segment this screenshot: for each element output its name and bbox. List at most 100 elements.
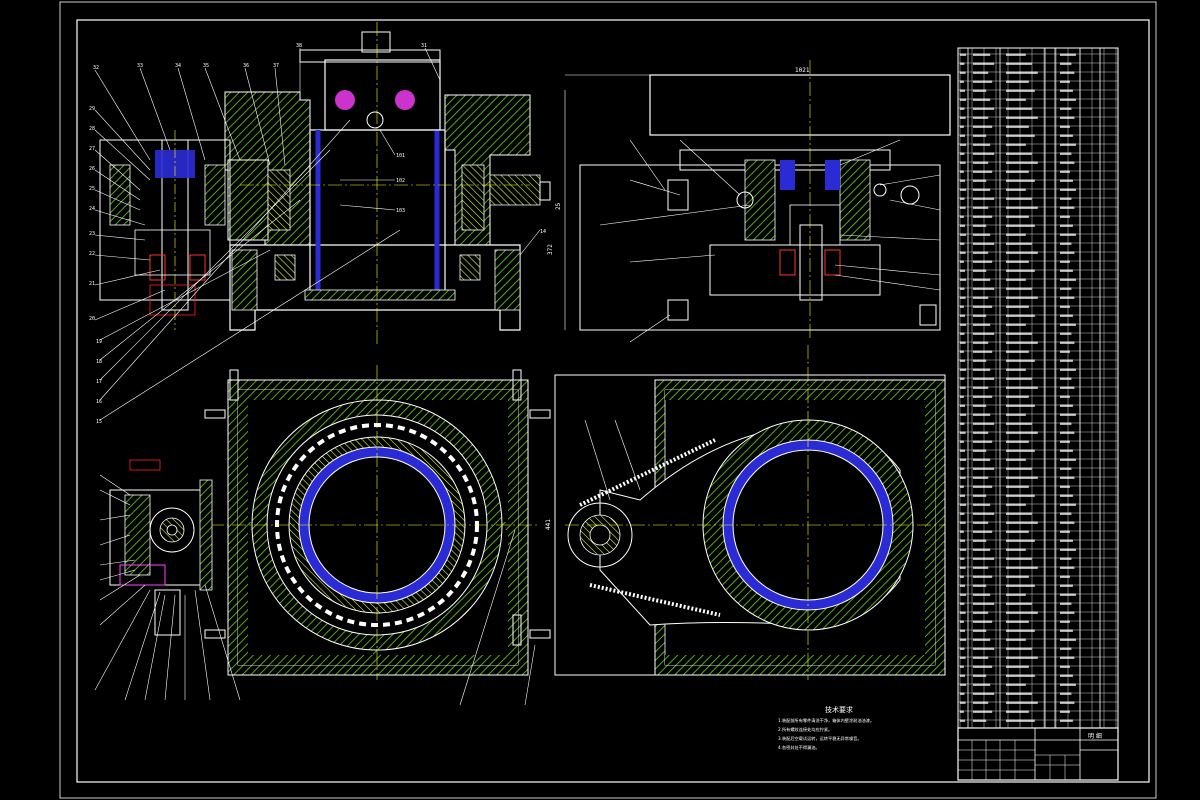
parts-list-text-mark bbox=[960, 287, 965, 290]
parts-list-text-mark bbox=[973, 449, 987, 452]
leader-lines-tl bbox=[94, 47, 541, 421]
parts-list-text-mark bbox=[1060, 143, 1076, 146]
parts-list-text-mark bbox=[1006, 476, 1038, 479]
parts-list-text-mark bbox=[1006, 62, 1032, 65]
inner-cylinder bbox=[309, 129, 446, 299]
parts-list-text-mark bbox=[1006, 98, 1026, 101]
parts-list-text-mark bbox=[1006, 359, 1035, 362]
parts-list-text-mark bbox=[973, 395, 993, 398]
parts-list-text-mark bbox=[1006, 134, 1035, 137]
parts-list-text-mark bbox=[973, 341, 989, 344]
svg-text:19: 19 bbox=[96, 339, 102, 345]
parts-list-text-mark bbox=[1006, 431, 1038, 434]
parts-list-text-mark bbox=[960, 377, 965, 380]
parts-list-text-mark bbox=[1060, 206, 1075, 209]
parts-list-text-mark bbox=[973, 98, 991, 101]
parts-list-text-mark bbox=[960, 314, 966, 317]
parts-list-text-mark bbox=[973, 287, 995, 290]
parts-list-text-mark bbox=[1006, 197, 1032, 200]
svg-text:35: 35 bbox=[203, 63, 209, 69]
parts-list-text-mark bbox=[1060, 98, 1076, 101]
sheet-border bbox=[59, 1, 1157, 799]
title-block: 明 细 bbox=[957, 727, 1119, 781]
parts-list-text-mark bbox=[960, 98, 967, 101]
parts-list-text-mark bbox=[960, 476, 966, 479]
parts-list-text-mark bbox=[973, 89, 987, 92]
parts-list-text-mark bbox=[973, 566, 989, 569]
parts-list-text-mark bbox=[1006, 251, 1038, 254]
parts-list-text-mark bbox=[1006, 413, 1026, 416]
parts-list-text-mark bbox=[1006, 539, 1035, 542]
parts-list-text-mark bbox=[973, 53, 991, 56]
parts-list-text-mark bbox=[960, 719, 966, 722]
parts-list-text-mark bbox=[960, 53, 967, 56]
parts-list-text-mark bbox=[1060, 314, 1073, 317]
parts-list-text-mark bbox=[960, 548, 967, 551]
parts-list-text-mark bbox=[1060, 719, 1073, 722]
svg-text:26: 26 bbox=[89, 166, 95, 172]
parts-list-text-mark bbox=[1060, 494, 1073, 497]
parts-list-text-mark bbox=[960, 422, 965, 425]
parts-list-text-mark bbox=[973, 368, 991, 371]
parts-list-text-mark bbox=[973, 485, 993, 488]
parts-list-text-mark bbox=[1060, 197, 1072, 200]
parts-list-text-mark bbox=[1006, 305, 1029, 308]
parts-list-text-mark bbox=[973, 350, 993, 353]
parts-list-text-mark bbox=[1006, 719, 1035, 722]
parts-list-text-mark bbox=[960, 341, 966, 344]
parts-list-text-mark bbox=[973, 431, 989, 434]
parts-list-text-mark bbox=[1060, 512, 1072, 515]
parts-list-text-mark bbox=[1060, 80, 1070, 83]
parts-list-text-mark bbox=[1060, 521, 1075, 524]
parts-list-text-mark bbox=[1006, 107, 1032, 110]
parts-list-text-mark bbox=[1006, 530, 1029, 533]
parts-list-text-mark bbox=[960, 260, 964, 263]
svg-text:28: 28 bbox=[89, 126, 95, 132]
parts-list-text-mark bbox=[973, 305, 993, 308]
parts-list-text-mark bbox=[960, 665, 964, 668]
parts-list-text-mark bbox=[1060, 683, 1076, 686]
svg-text:18: 18 bbox=[96, 359, 102, 365]
parts-list-text-mark bbox=[960, 602, 965, 605]
parts-list-text-mark bbox=[973, 170, 993, 173]
parts-list-text-mark bbox=[973, 296, 989, 299]
parts-list-text-mark bbox=[1006, 674, 1035, 677]
parts-list-text-mark bbox=[1060, 458, 1076, 461]
parts-list-text-mark bbox=[973, 404, 987, 407]
parts-list-text-mark bbox=[1060, 413, 1076, 416]
housing-right-wall bbox=[444, 94, 531, 246]
parts-list-text-mark bbox=[1006, 656, 1038, 659]
parts-list-text-mark bbox=[1060, 269, 1073, 272]
parts-list-text-mark bbox=[1006, 422, 1032, 425]
parts-list-text-mark bbox=[960, 701, 966, 704]
parts-list-text-mark bbox=[1006, 161, 1038, 164]
parts-list-text-mark bbox=[973, 233, 991, 236]
parts-list-text-mark bbox=[1006, 593, 1026, 596]
parts-list-text-mark bbox=[973, 242, 995, 245]
parts-list-text-mark bbox=[1006, 341, 1038, 344]
parts-list-text-mark bbox=[960, 395, 964, 398]
parts-list-text-mark bbox=[1060, 449, 1073, 452]
parts-list-text-mark bbox=[1006, 143, 1026, 146]
parts-list-text-mark bbox=[1006, 494, 1035, 497]
parts-list-text-mark bbox=[1006, 566, 1038, 569]
parts-list-text-mark bbox=[973, 629, 987, 632]
dim-side: 25 bbox=[555, 202, 562, 210]
parts-list-text-mark bbox=[960, 530, 964, 533]
parts-list-text-mark bbox=[960, 494, 966, 497]
parts-list-text-mark bbox=[973, 611, 989, 614]
svg-text:103: 103 bbox=[396, 208, 405, 214]
parts-list-text-mark bbox=[1060, 224, 1073, 227]
leader-lines-bl bbox=[94, 474, 536, 706]
parts-list-text-mark bbox=[973, 206, 989, 209]
parts-list-text-mark bbox=[1060, 350, 1070, 353]
parts-list-text-mark bbox=[973, 512, 995, 515]
parts-list-text-mark bbox=[1006, 404, 1035, 407]
parts-list-text-mark bbox=[1006, 233, 1026, 236]
parts-list-text-mark bbox=[1006, 629, 1035, 632]
parts-list-text-mark bbox=[973, 467, 995, 470]
parts-list-text-mark bbox=[1006, 323, 1026, 326]
parts-list-text-mark bbox=[1006, 152, 1032, 155]
parts-list-text-mark bbox=[1006, 557, 1032, 560]
